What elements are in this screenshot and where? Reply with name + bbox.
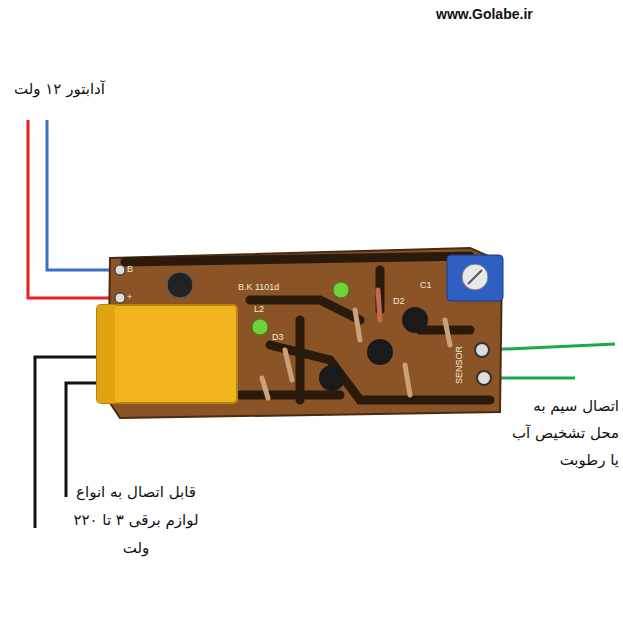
led	[252, 319, 268, 335]
pin-label: +	[127, 292, 132, 302]
transistor	[319, 365, 345, 391]
black-wire	[35, 357, 100, 528]
load-note: قابل اتصال به انواع لوازم برقی ۳ تا ۲۲۰ …	[62, 478, 210, 562]
knob-slot	[468, 270, 482, 284]
board-id: B.K 1101d	[238, 282, 279, 292]
part-label: L2	[254, 304, 264, 314]
black-wire	[66, 383, 100, 497]
resistors	[262, 290, 450, 398]
transistor	[402, 307, 428, 333]
relay	[97, 305, 237, 403]
led	[333, 282, 349, 298]
adapter-label: آدابتور ۱۲ ولت	[14, 80, 105, 98]
red-wire	[28, 120, 114, 298]
blue-wire	[47, 120, 114, 270]
part-label: C1	[420, 280, 432, 290]
transistor	[367, 339, 393, 365]
potentiometer-knob	[462, 264, 488, 290]
pad	[115, 265, 125, 275]
relay-side	[97, 305, 115, 403]
pad	[475, 343, 489, 357]
potentiometer	[447, 255, 503, 301]
sensor-note: اتصال سیم به محل تشخیص آب یا رطوبت	[501, 393, 619, 474]
pad	[115, 293, 125, 303]
watermark: www.Golabe.ir	[436, 6, 533, 22]
capacitor	[167, 272, 193, 298]
sensor-label: SENSOR	[454, 346, 464, 384]
part-label: D2	[393, 296, 405, 306]
part-label: D3	[272, 332, 284, 342]
pad	[477, 371, 491, 385]
pin-label: B	[127, 264, 133, 274]
green-wire	[484, 344, 615, 350]
